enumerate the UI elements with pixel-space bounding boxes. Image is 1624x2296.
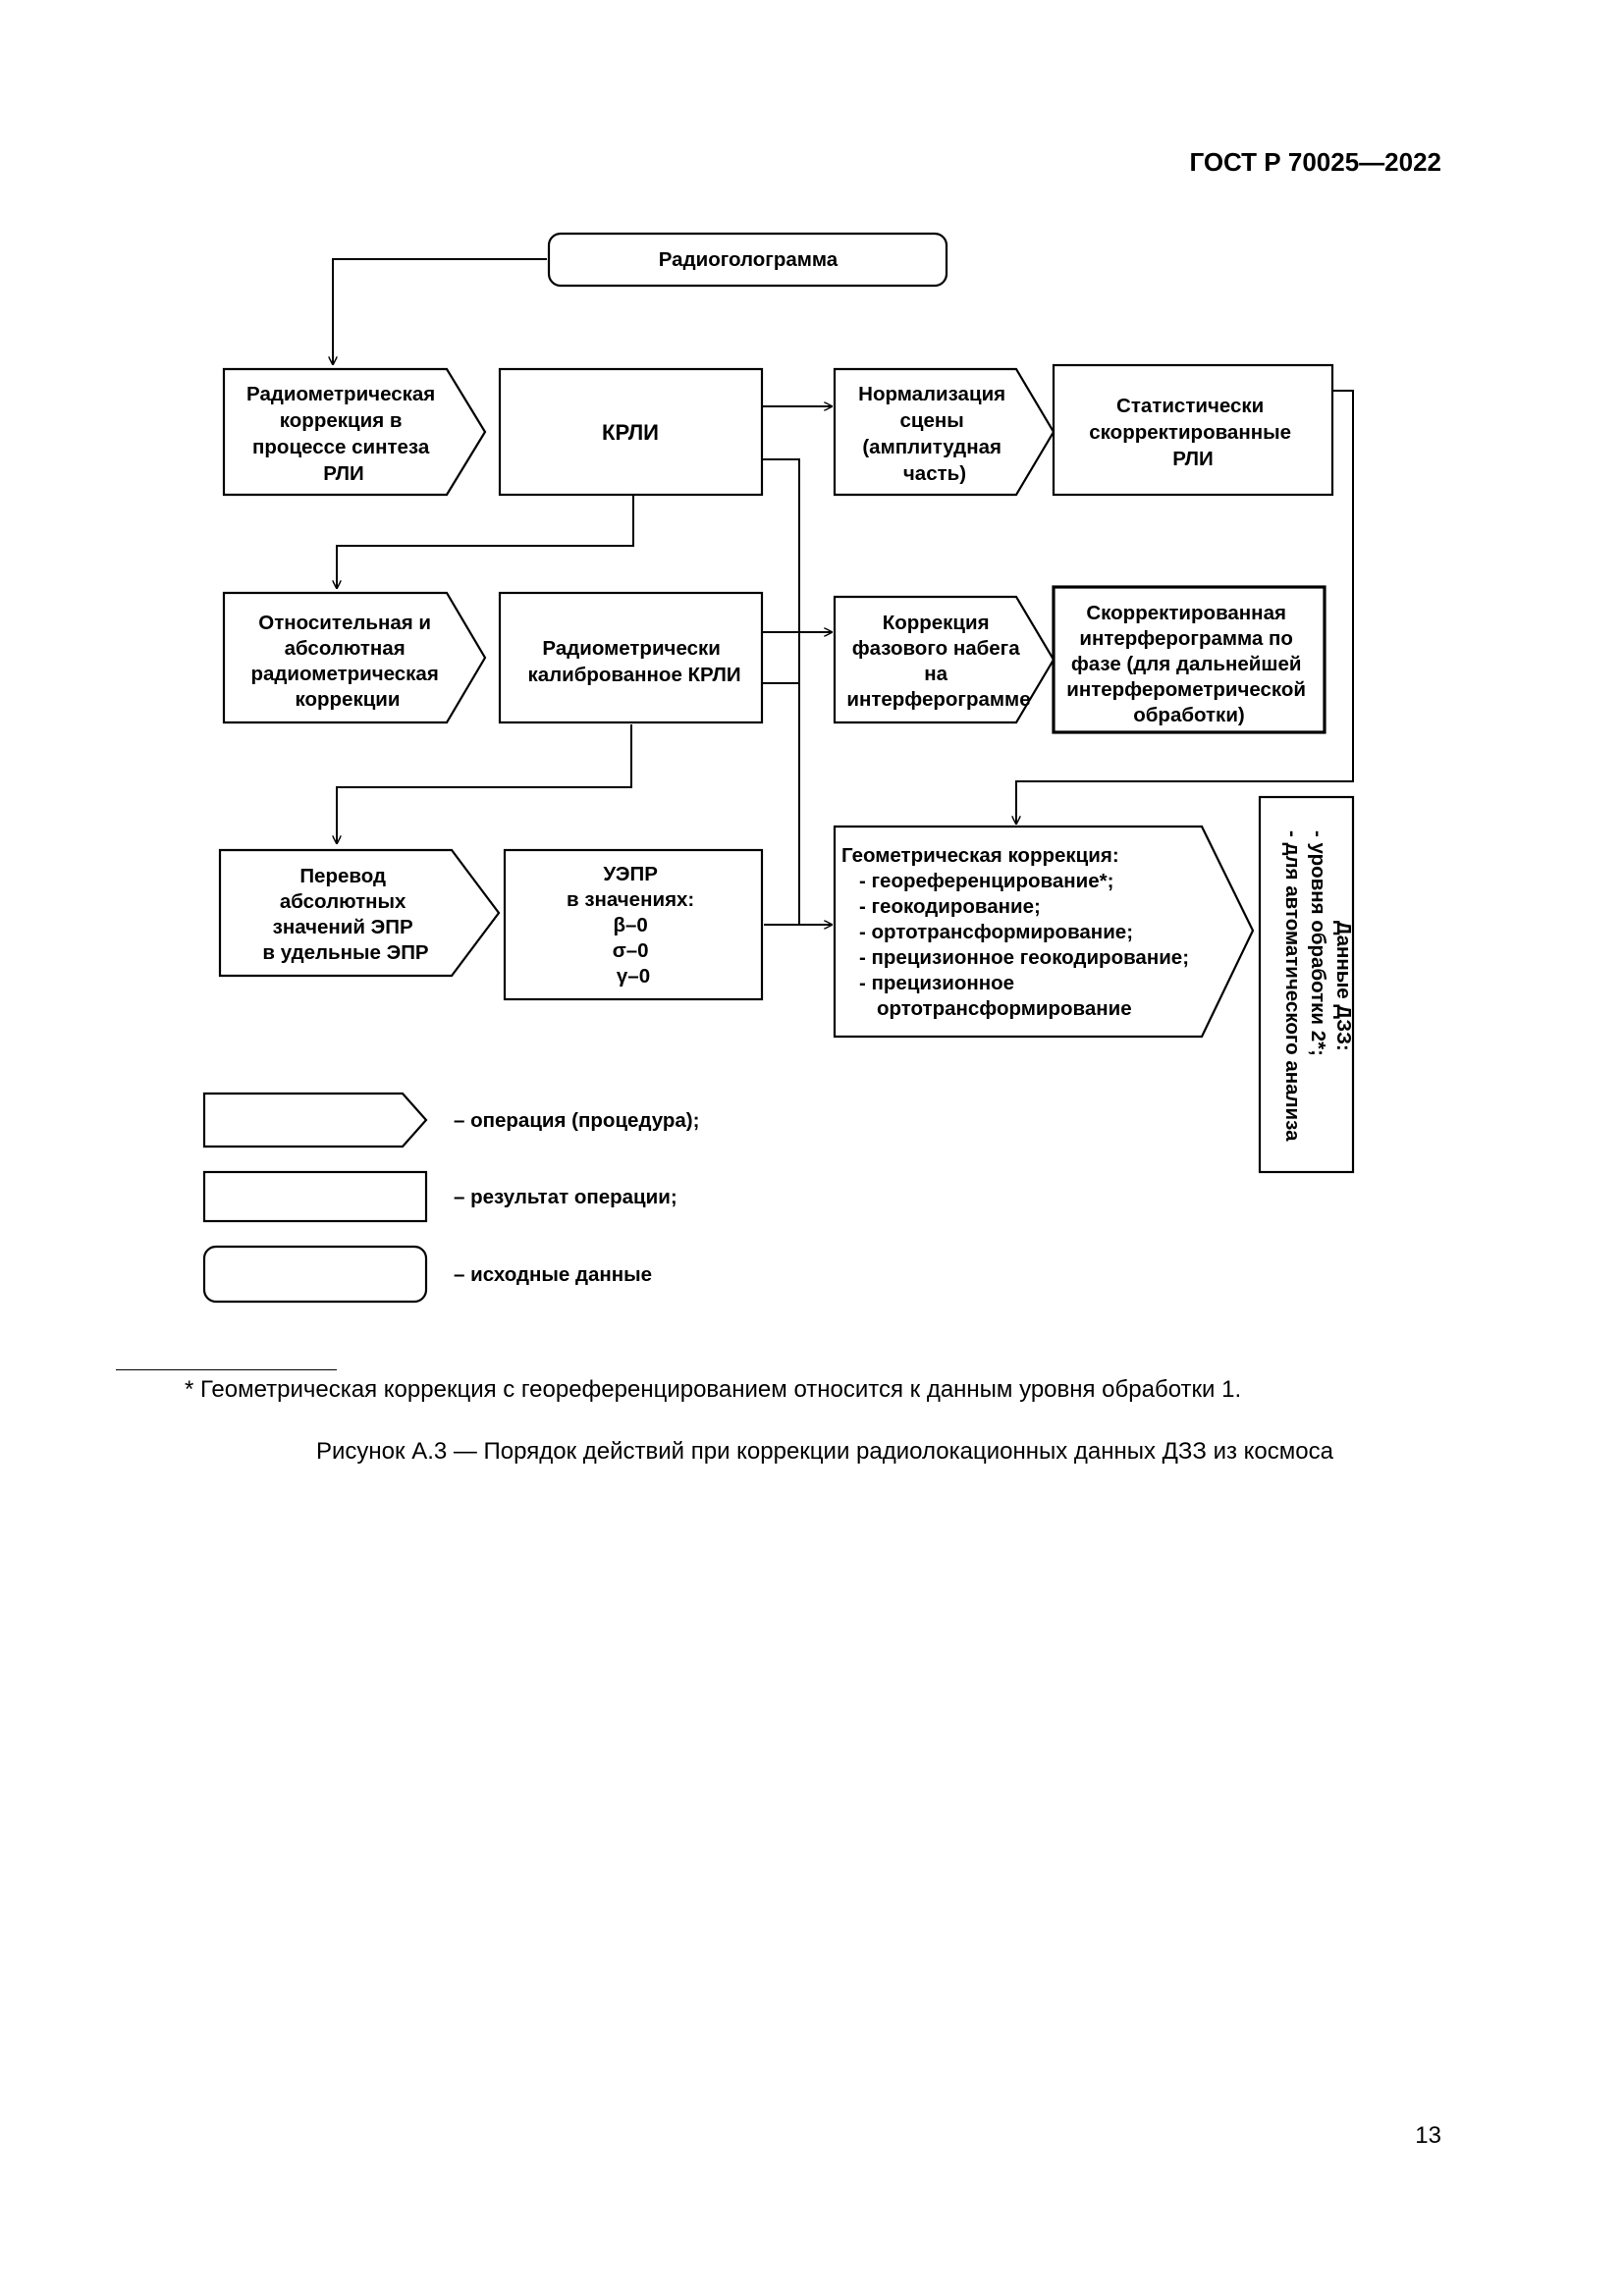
epr-conversion-label: Перевод абсолютных значений ЭПР в удельн…	[262, 865, 428, 964]
legend-result-swatch	[202, 1170, 428, 1223]
epr-conversion-box	[218, 848, 501, 978]
line-krli-bus	[760, 458, 800, 925]
connectors	[333, 258, 1354, 925]
krli-box	[498, 367, 764, 497]
geometric-correction-box	[833, 825, 1255, 1039]
figure-caption: Рисунок А.3 — Порядок действий при корре…	[316, 1438, 1333, 1465]
arrow-calibrated-to-epr-conversion	[337, 724, 632, 844]
radiohologram-box	[547, 232, 948, 288]
radiometric-correction-synthesis-label: Радиометрическая коррекция в процессе си…	[246, 383, 441, 485]
uepr-box	[503, 848, 764, 1001]
corrected-interferogram-label: Скорректированная интерферограмма по фаз…	[1066, 602, 1312, 726]
scene-normalization-box	[833, 367, 1056, 497]
legend-source-label: – исходные данные	[454, 1263, 652, 1286]
geometric-correction-label: Геометрическая коррекция: - геореференци…	[841, 844, 1195, 1020]
calibrated-krli-label: Радиометрически калиброванное КРЛИ	[527, 637, 740, 686]
phase-correction-box	[833, 595, 1056, 724]
page-number: 13	[1415, 2122, 1441, 2149]
krli-label: КРЛИ	[602, 420, 659, 445]
arrow-hologram-to-radiometric	[333, 258, 547, 365]
calibrated-krli-box	[498, 591, 764, 724]
relative-absolute-correction-label: Относительная и абсолютная радиометричес…	[250, 612, 444, 711]
phase-correction-label: Коррекция фазового набега на интерферогр…	[846, 612, 1030, 711]
legend-operation-label: – операция (процедура);	[454, 1109, 699, 1132]
document-id: ГОСТ Р 70025—2022	[1189, 147, 1441, 177]
corrected-interferogram-box	[1052, 585, 1326, 734]
legend: – операция (процедура); – результат опер…	[202, 1092, 699, 1304]
scene-normalization-label: Нормализация сцены (амплитудная часть)	[858, 383, 1011, 485]
relative-absolute-correction-box	[222, 591, 487, 724]
statistically-corrected-label: Статистически скорректированные РЛИ	[1089, 395, 1296, 470]
legend-source-swatch	[202, 1245, 428, 1304]
processing-flowchart: Радиоголограмма Радиометрическая коррекц…	[202, 232, 1355, 1304]
uepr-label: УЭПР в значениях: β–0 σ–0 γ–0	[567, 863, 700, 988]
arrow-stat-corrected-to-geometric	[1016, 390, 1354, 825]
dzz-data-label: Данные ДЗЗ: - уровня обработки 2*; - для…	[1281, 830, 1355, 1142]
footnote: * Геометрическая коррекция с геореференц…	[185, 1376, 1242, 1403]
radiohologram-label: Радиоголограмма	[659, 248, 839, 271]
dzz-data-box	[1258, 795, 1355, 1174]
footnote-separator	[116, 1369, 337, 1370]
radiometric-correction-synthesis-box	[222, 367, 487, 497]
arrow-krli-to-relative-correction	[337, 495, 634, 589]
legend-result-label: – результат операции;	[454, 1186, 677, 1208]
statistically-corrected-box	[1052, 363, 1334, 497]
legend-operation-swatch	[202, 1092, 428, 1148]
